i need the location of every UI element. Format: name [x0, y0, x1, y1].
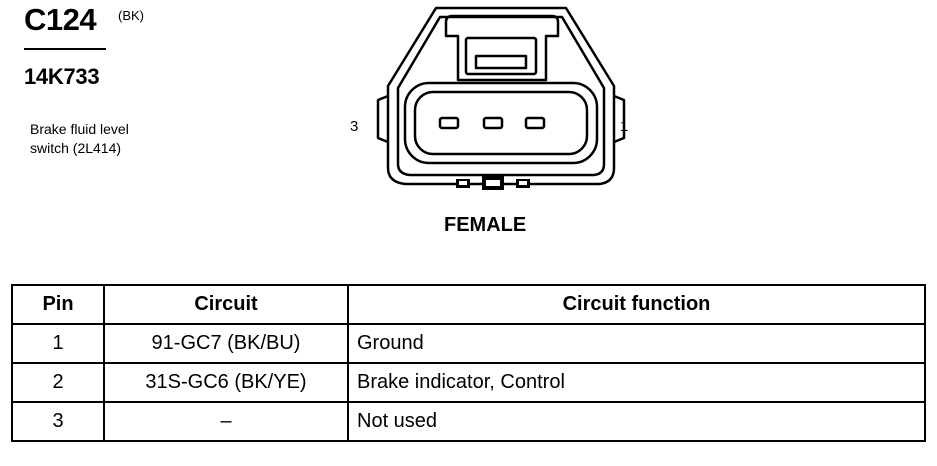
pin-2-terminal: [482, 116, 504, 130]
component-description: Brake fluid level switch (2L414): [30, 120, 129, 158]
table-row: 3 – Not used: [11, 401, 926, 442]
locking-tab: [444, 14, 560, 82]
part-number: 14K733: [24, 64, 100, 89]
cell-circuit: 91-GC7 (BK/BU): [103, 323, 349, 364]
connector-face-diagram: [376, 6, 626, 190]
description-line-1: Brake fluid level: [30, 121, 129, 137]
cell-function: Ground: [347, 323, 926, 364]
pin-1-label: 1: [620, 118, 629, 135]
connector-gender-label: FEMALE: [444, 214, 527, 236]
table-header-row: Pin Circuit Circuit function: [11, 284, 926, 325]
cell-circuit: 31S-GC6 (BK/YE): [103, 362, 349, 403]
header-circuit: Circuit: [103, 284, 349, 325]
connector-housing-inner: [396, 15, 606, 177]
pin-table: Pin Circuit Circuit function 1 91-GC7 (B…: [11, 284, 926, 442]
cell-function: Brake indicator, Control: [347, 362, 926, 403]
title-underline: [24, 48, 106, 50]
connector-housing-outline: [386, 6, 616, 186]
terminal-cavity-inner: [413, 90, 589, 156]
cell-pin: 3: [11, 401, 105, 442]
cell-circuit: –: [103, 401, 349, 442]
left-rib: [376, 94, 389, 144]
header-circuit-function: Circuit function: [347, 284, 926, 325]
description-line-2: switch (2L414): [30, 140, 122, 156]
header-pin: Pin: [11, 284, 105, 325]
cell-function: Not used: [347, 401, 926, 442]
pin-3-label: 3: [350, 118, 359, 135]
table-row: 1 91-GC7 (BK/BU) Ground: [11, 323, 926, 364]
connector-id: C124: [24, 2, 97, 37]
connector-color-code: (BK): [118, 8, 144, 23]
cell-pin: 2: [11, 362, 105, 403]
right-rib: [613, 94, 626, 144]
pin-3-terminal: [438, 116, 460, 130]
locking-tab-window: [464, 36, 538, 76]
pin-1-terminal: [524, 116, 546, 130]
terminal-cavity-outer: [403, 81, 599, 165]
locking-tab-slot: [474, 54, 528, 70]
table-row: 2 31S-GC6 (BK/YE) Brake indicator, Contr…: [11, 362, 926, 403]
cell-pin: 1: [11, 323, 105, 364]
